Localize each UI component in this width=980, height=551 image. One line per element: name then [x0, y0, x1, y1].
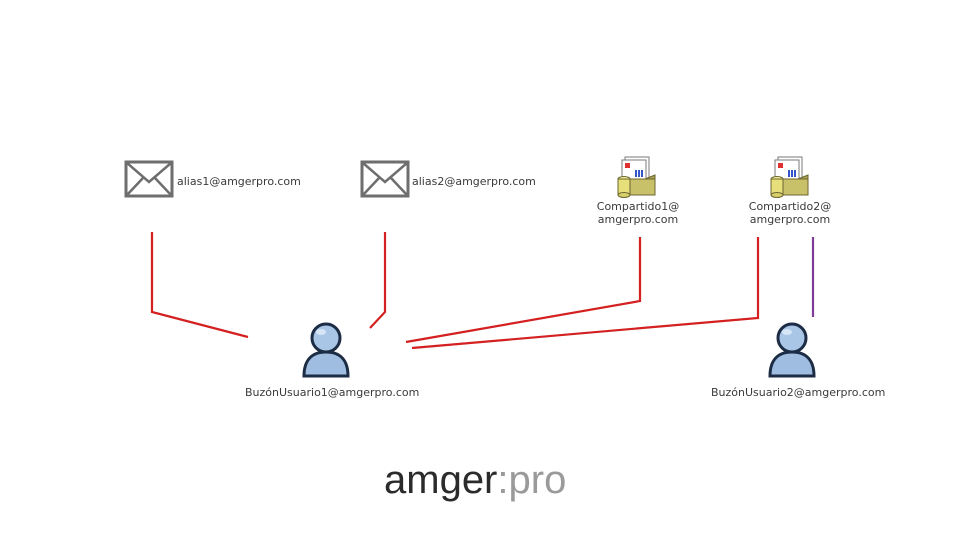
shared1-label-line2: amgerpro.com — [597, 213, 679, 226]
shared2-label: Compartido2@ amgerpro.com — [748, 200, 832, 226]
shared-mailbox-icon — [617, 156, 656, 198]
logo-part2: pro — [508, 458, 567, 502]
user2-label: BuzónUsuario2@amgerpro.com — [711, 386, 886, 399]
alias2-label: alias2@amgerpro.com — [412, 175, 536, 188]
envelope-icon — [360, 160, 410, 198]
shared2-label-line2: amgerpro.com — [749, 213, 831, 226]
logo-separator: : — [497, 458, 509, 502]
user-icon — [302, 322, 350, 378]
logo-part1: amger — [384, 458, 498, 502]
connector-shared2-user1 — [411, 237, 760, 350]
connector-alias2-user1 — [369, 232, 387, 329]
shared-mailbox-icon — [770, 156, 809, 198]
connector-shared1-user1 — [405, 237, 642, 344]
alias1-label: alias1@amgerpro.com — [177, 175, 301, 188]
connector-alias1-user1 — [150, 232, 249, 339]
amgerpro-logo: amger:pro — [384, 456, 566, 504]
user1-label: BuzónUsuario1@amgerpro.com — [245, 386, 420, 399]
shared1-label-line1: Compartido1@ — [596, 200, 680, 213]
shared2-label-line1: Compartido2@ — [748, 200, 832, 213]
user-icon — [768, 322, 816, 378]
shared1-label: Compartido1@ amgerpro.com — [596, 200, 680, 226]
envelope-icon — [124, 160, 174, 198]
